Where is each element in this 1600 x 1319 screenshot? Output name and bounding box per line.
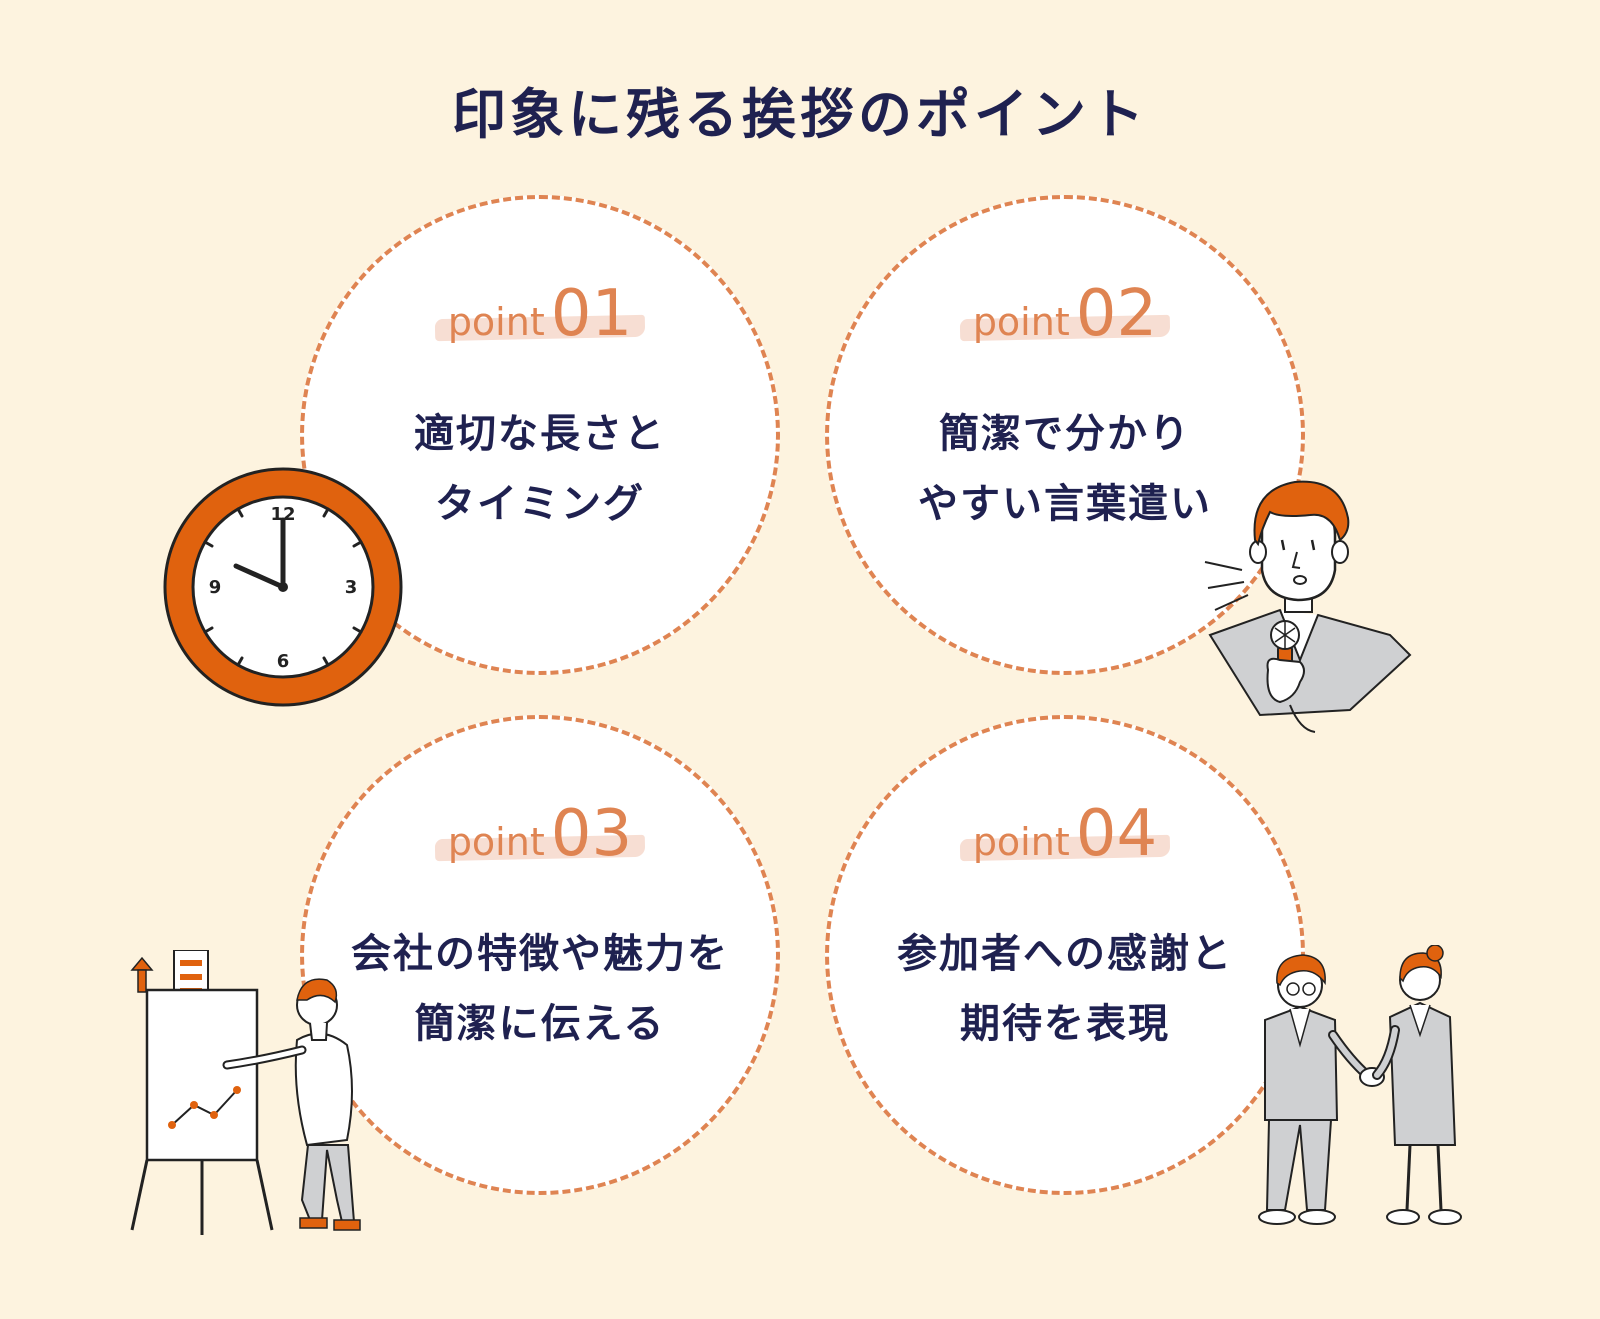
clock-label-3: 3: [345, 577, 358, 598]
page-title: 印象に残る挨拶のポイント: [452, 83, 1148, 146]
clock-icon: 12 3 6 9: [163, 467, 403, 707]
handshake-icon: [1258, 945, 1462, 1225]
point-label: point02: [829, 277, 1301, 351]
point-text-line: 期待を表現: [960, 1001, 1170, 1047]
point-text-line: タイミング: [435, 481, 645, 527]
point-card-02: point02 簡潔で分かり やすい言葉遣い: [825, 195, 1305, 675]
point-description: 適切な長さと タイミング: [304, 399, 776, 539]
presenter-with-chart-icon: [130, 950, 361, 1235]
point-description: 会社の特徴や魅力を 簡潔に伝える: [304, 919, 776, 1059]
clock-label-6: 6: [277, 651, 290, 672]
clock-label-12: 12: [270, 504, 295, 525]
point-card-03: point03 会社の特徴や魅力を 簡潔に伝える: [300, 715, 780, 1195]
speaker-with-microphone-icon: [1204, 480, 1412, 733]
point-text-line: 適切な長さと: [414, 411, 666, 457]
point-text-line: やすい言葉遣い: [918, 481, 1212, 527]
point-number: 02: [1075, 277, 1158, 351]
point-word: point: [447, 820, 545, 864]
point-card-04: point04 参加者への感謝と 期待を表現: [825, 715, 1305, 1195]
point-description: 簡潔で分かり やすい言葉遣い: [829, 399, 1301, 539]
point-label: point03: [304, 797, 776, 871]
point-label: point01: [304, 277, 776, 351]
point-text-line: 簡潔に伝える: [414, 1001, 666, 1047]
point-description: 参加者への感謝と 期待を表現: [829, 919, 1301, 1059]
clock-label-9: 9: [209, 577, 222, 598]
point-number: 04: [1075, 797, 1158, 871]
point-number: 01: [550, 277, 633, 351]
point-label: point04: [829, 797, 1301, 871]
point-text-line: 会社の特徴や魅力を: [351, 931, 729, 977]
point-word: point: [972, 300, 1070, 344]
point-text-line: 簡潔で分かり: [939, 411, 1191, 457]
point-number: 03: [550, 797, 633, 871]
point-text-line: 参加者への感謝と: [897, 931, 1233, 977]
point-word: point: [972, 820, 1070, 864]
point-word: point: [447, 300, 545, 344]
